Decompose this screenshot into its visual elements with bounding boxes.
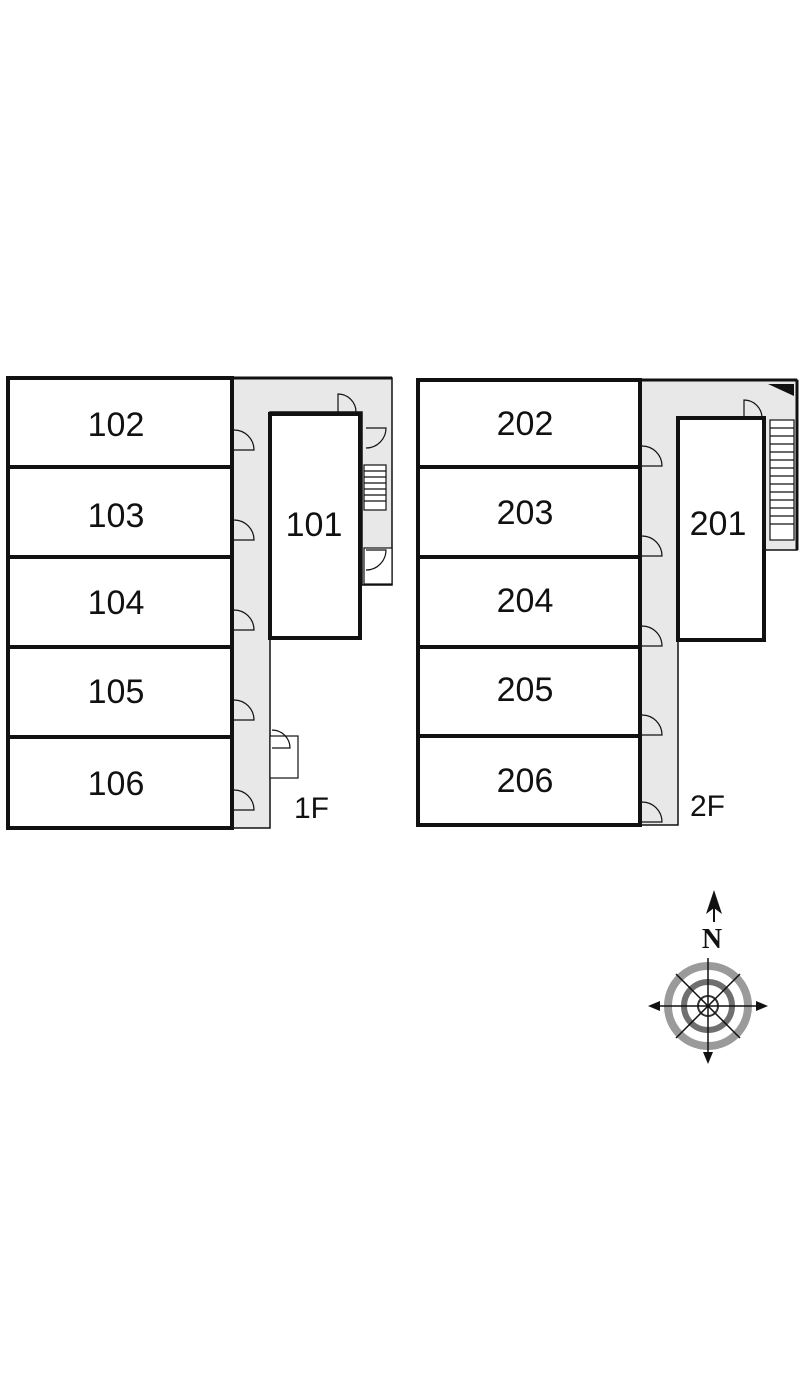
floor-2f: 202 203 204 205 206 201 2F [416, 378, 799, 827]
room-205-label: 205 [497, 671, 554, 709]
room-102-label: 102 [88, 406, 145, 444]
room-101-outline [268, 412, 362, 640]
entrance-box-1f [269, 735, 299, 779]
units-block-1f [6, 376, 234, 830]
room-204-label: 204 [497, 582, 554, 620]
north-label: N [702, 924, 722, 955]
door-swings-2f [641, 399, 763, 823]
room-206-label: 206 [497, 762, 554, 800]
compass-lines [654, 958, 764, 1060]
room-106-label: 106 [88, 765, 145, 803]
stairs-1f [363, 464, 387, 511]
stairs-2f [769, 419, 795, 541]
room-101-label: 101 [286, 506, 343, 544]
compass-rose: N [648, 890, 768, 1064]
units-block-2f [416, 378, 642, 827]
room-202-label: 202 [497, 405, 554, 443]
door-swings-1f [233, 393, 387, 811]
floor-label-2f: 2F [690, 790, 725, 823]
floor-label-1f: 1F [294, 792, 329, 825]
compass-east-arrow [756, 1001, 768, 1011]
stair-marker-2f [768, 384, 794, 396]
room-104-label: 104 [88, 584, 145, 622]
room-203-label: 203 [497, 494, 554, 532]
room-105-label: 105 [88, 673, 145, 711]
room-201-label: 201 [690, 505, 747, 543]
room-201-outline [676, 416, 766, 642]
compass-west-arrow [648, 1001, 660, 1011]
room-103-label: 103 [88, 497, 145, 535]
north-arrow-icon [706, 890, 722, 914]
compass-south-arrow [703, 1052, 713, 1064]
floor-1f: 102 103 104 105 106 101 1F [6, 376, 393, 830]
